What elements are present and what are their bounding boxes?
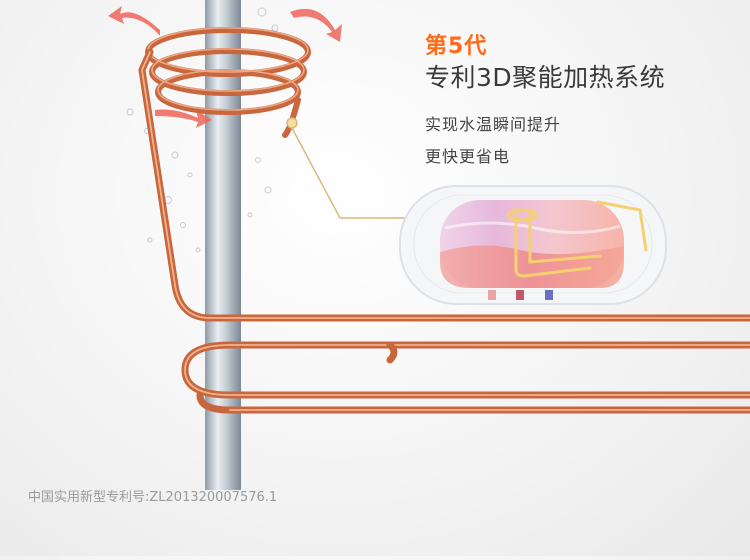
heat-arrows bbox=[108, 6, 342, 128]
generation-label: 第5代 bbox=[425, 34, 488, 59]
feature-line-2: 更快更省电 bbox=[425, 147, 511, 166]
headline-title: 专利3D聚能加热系统 bbox=[425, 63, 666, 92]
water-bubbles bbox=[126, 7, 279, 253]
patent-number: 中国实用新型专利号:ZL201320007576.1 bbox=[28, 490, 278, 505]
tank-connectors bbox=[488, 290, 553, 300]
copper-pipe bbox=[138, 48, 750, 414]
feature-line-1: 实现水温瞬间提升 bbox=[425, 115, 562, 134]
water-heater-tank bbox=[399, 185, 667, 305]
